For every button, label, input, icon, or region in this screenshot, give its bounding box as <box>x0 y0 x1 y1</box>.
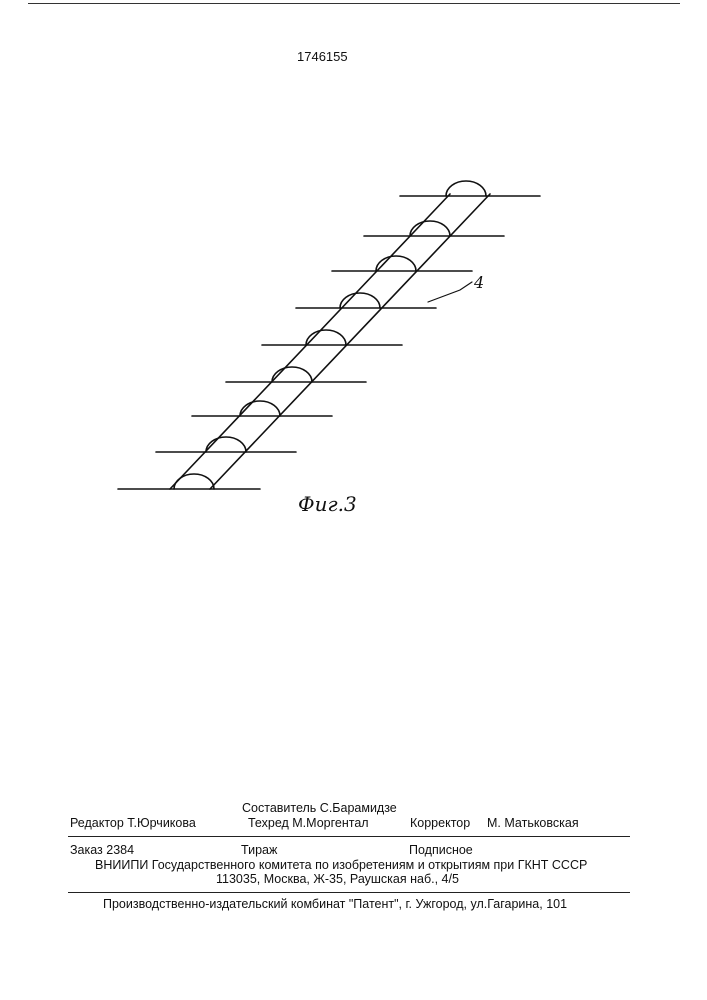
figure-label: Фиг.3 <box>298 494 357 514</box>
bump-5 <box>306 330 346 345</box>
figure-3-drawing: 4 <box>110 178 550 528</box>
strip-left-edge <box>170 194 450 489</box>
sheet-top-edge <box>28 3 680 4</box>
techred: Техред М.Моргентал <box>248 817 369 830</box>
circulation: Тираж <box>241 844 277 857</box>
bump-9 <box>446 181 486 196</box>
rule-top <box>68 836 630 837</box>
strip-right-edge <box>210 194 490 489</box>
callout-number: 4 <box>473 273 484 292</box>
callout-leader <box>428 282 472 302</box>
subscription: Подписное <box>409 844 473 857</box>
organization: ВНИИПИ Государственного комитета по изоб… <box>95 859 587 872</box>
address: 113035, Москва, Ж-35, Раушская наб., 4/5 <box>216 873 459 886</box>
corrector-label: Корректор <box>410 817 470 830</box>
bump-6 <box>340 293 380 308</box>
composer: Составитель С.Барамидзе <box>242 802 397 815</box>
bump-8 <box>410 221 450 236</box>
corrector-name: М. Матьковская <box>487 817 579 830</box>
publisher: Производственно-издательский комбинат "П… <box>103 898 567 911</box>
editor: Редактор Т.Юрчикова <box>70 817 196 830</box>
patent-number: 1746155 <box>297 50 348 63</box>
rule-bottom <box>68 892 630 893</box>
bump-7 <box>376 256 416 271</box>
bump-1 <box>174 474 214 489</box>
order-number: Заказ 2384 <box>70 844 134 857</box>
